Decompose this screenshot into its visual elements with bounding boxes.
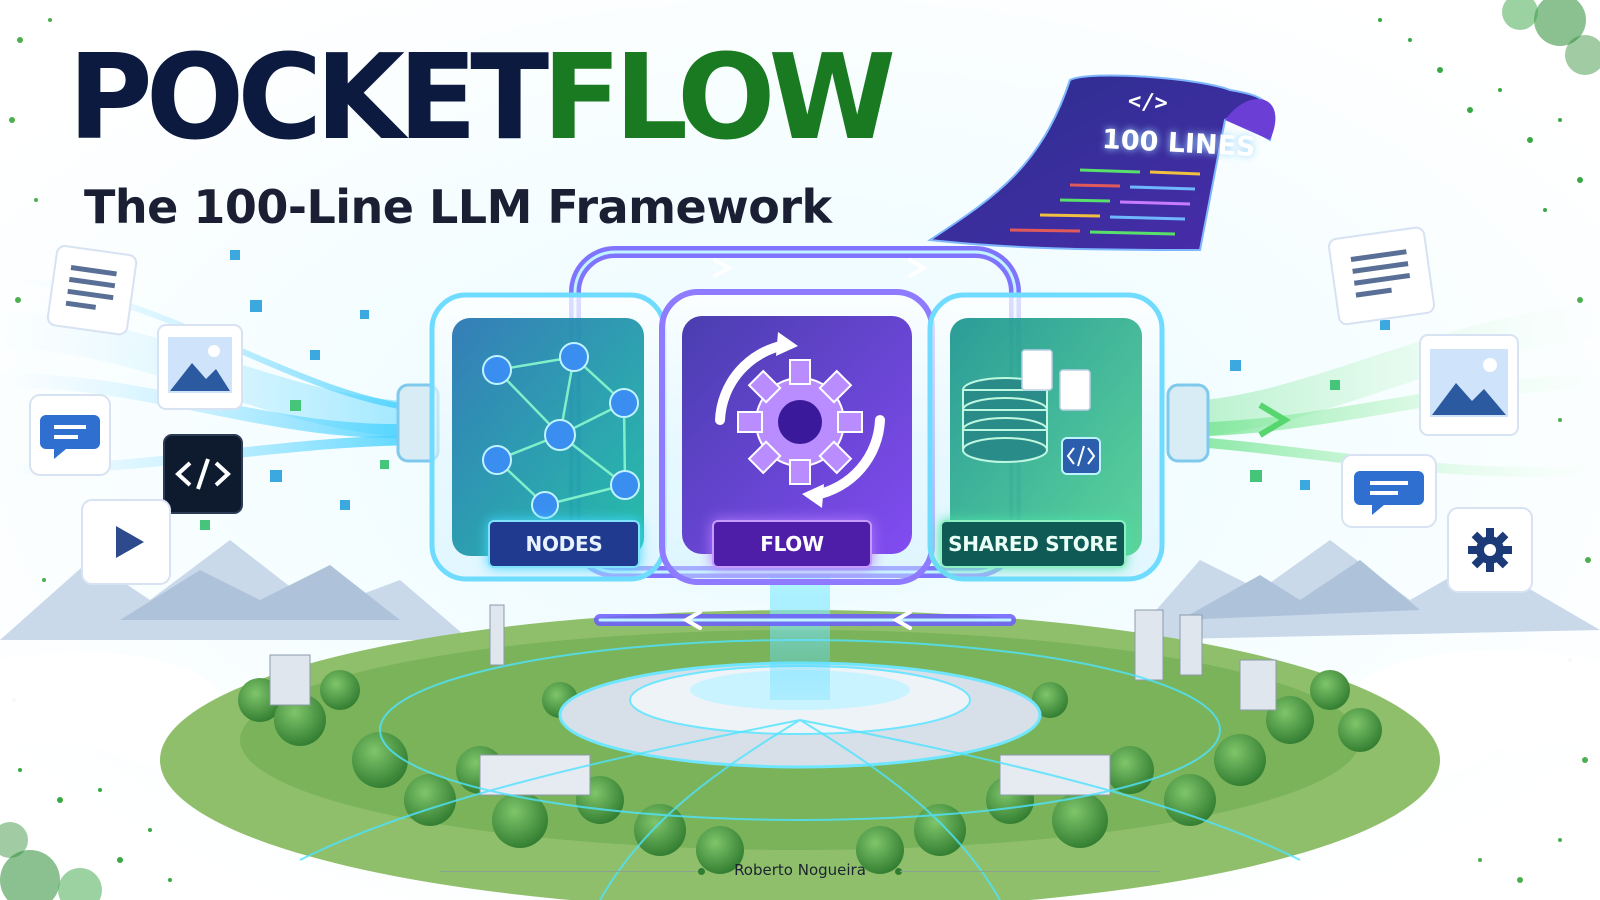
code-badge-icon — [1061, 437, 1101, 475]
scatter-dots-right — [1478, 297, 1591, 883]
ground-glow-lines — [299, 639, 1301, 900]
corner-dots-bottom-left — [0, 768, 172, 900]
scroll-code-tag: </> — [1127, 88, 1169, 117]
nodes-label: NODES — [488, 520, 640, 568]
title-part-pocket: POCKET — [68, 28, 549, 166]
image-icon — [157, 324, 243, 410]
flow-cube — [659, 289, 935, 585]
divider-dot-left — [698, 868, 705, 875]
flow-label: FLOW — [712, 520, 872, 568]
code-icon — [163, 434, 243, 514]
trees — [238, 670, 1382, 874]
divider-left — [440, 871, 700, 872]
side-connectors — [396, 383, 1210, 463]
play-icon — [81, 499, 171, 585]
code-scroll — [927, 74, 1276, 252]
divider-right — [900, 871, 1160, 872]
shared-store-label: SHARED STORE — [940, 520, 1126, 568]
stream-right — [1169, 290, 1600, 509]
left-icon-cards — [29, 245, 243, 585]
page-title: POCKETFLOW — [68, 38, 896, 156]
chat-icon — [1341, 454, 1437, 528]
nodes-cube — [429, 292, 667, 582]
author-credit: Roberto Nogueira — [440, 860, 1160, 884]
author-name: Roberto Nogueira — [734, 861, 866, 879]
scroll-code-lines — [1009, 168, 1201, 236]
corner-dots-top-right — [1378, 0, 1600, 212]
title-part-flow: FLOW — [542, 28, 896, 166]
shared-store-cube — [927, 292, 1165, 582]
image-icon — [1419, 334, 1519, 436]
right-icon-cards — [1328, 226, 1533, 593]
buildings — [269, 604, 1277, 796]
file-icon — [1021, 349, 1091, 411]
chat-icon — [29, 394, 111, 476]
subtitle: The 100-Line LLM Framework — [84, 180, 832, 234]
document-icon — [46, 245, 138, 336]
gear-icon — [1447, 507, 1533, 593]
database-icon — [962, 377, 1048, 463]
document-icon — [1328, 226, 1435, 326]
divider-dot-right — [895, 868, 902, 875]
